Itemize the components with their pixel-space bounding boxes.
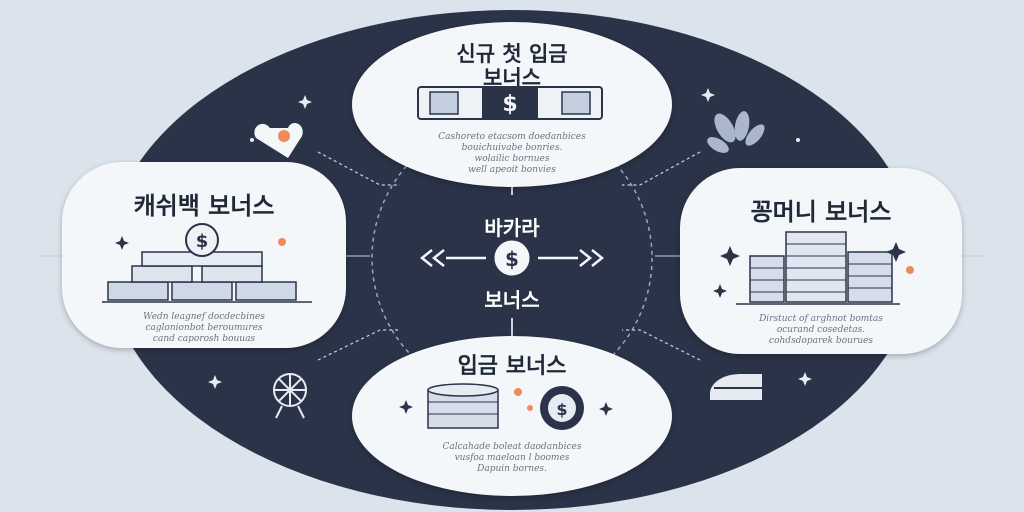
svg-text:$: $ [556,400,567,419]
node-bottom-caption-line: Dapuin bornes. [477,464,547,474]
node-left-caption-line: Wedn leagnef docdecbines [143,312,265,322]
chip-stack-icon [713,231,914,305]
node-left-title: 캐쉬백 보너스 [133,192,275,220]
node-bottom-caption-line: vusfoa maeloan l boomes [454,453,570,463]
node-bottom-caption: Calcahade boleat daodanbices vusfoa mael… [352,442,672,475]
node-top-caption: Cashoreto etacsom doedanbices bouichuiva… [352,132,672,176]
dollar-coin-icon: $ [491,237,533,279]
node-bottom-caption-line: Calcahade boleat daodanbices [442,442,582,452]
svg-text:$: $ [505,247,519,271]
ferris-wheel-icon [273,373,307,419]
node-right-caption: Dirstuct of arghnot bomtas ocurand cosed… [680,314,962,347]
node-left-caption: Wedn leagnef docdecbines caglonionbot be… [62,312,346,345]
double-arrow-icon [419,249,605,267]
svg-text:$: $ [196,231,209,252]
node-top-title-line1: 신규 첫 입금 [456,42,568,66]
node-right-caption-line: ocurand cosedetas. [776,325,866,335]
leaf-icon [707,111,765,153]
node-left-caption-line: caglonionbot beroumures [145,323,263,333]
center-title-top: 바카라 [484,216,540,240]
casino-chip-icon: $ [399,383,613,430]
center-title-bottom: 보너스 [484,288,540,312]
node-left-caption-line: cand caporosh bouuas [152,334,256,344]
half-coin-icon [710,373,762,400]
node-right-caption-line: Dirstuct of arghnot bomtas [759,314,883,324]
coin-stack-icon: $ [102,223,312,303]
node-top-caption-line: wolailic bornues [474,154,550,164]
node-right-caption-line: cohdsdoparek bourues [769,336,873,346]
node-bottom-title: 입금 보너스 [457,354,567,379]
node-top-caption-line: well apeoit bonvies [468,165,556,175]
node-top-caption-line: bouichuivabe bonries. [461,143,563,153]
heart-icon [254,122,303,158]
dashed-connectors [317,151,701,361]
svg-text:$: $ [502,92,517,117]
sparkle-icon [208,88,812,389]
node-right-title: 꽁머니 보너스 [750,198,892,226]
node-top-caption-line: Cashoreto etacsom doedanbices [438,132,586,142]
node-bottom-bubble [352,336,672,496]
cash-banknote-icon: $ [417,86,603,120]
